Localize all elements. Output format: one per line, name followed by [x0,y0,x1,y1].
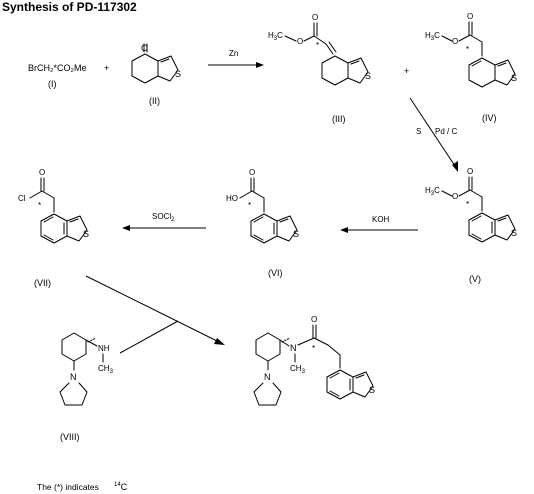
atom-n: N [290,343,297,353]
compound-viii-label: (VIII) [60,432,80,442]
compound-iv-label: (IV) [482,113,497,123]
atom-o: O [452,192,458,201]
compound-i-label: (I) [48,79,57,89]
atom-n: N [264,372,271,382]
reagent-koh: KOH [372,215,390,224]
compound-iv: H3C O O * S (IV) [425,12,517,123]
arrow-coupling [85,275,225,354]
methyl-label: CH3 [290,364,306,375]
atom-o: O [249,168,255,177]
atom-o: O [141,43,148,53]
product-pd-117302: N CH3 O * S N [253,315,375,406]
isotope-label: 14C [114,482,128,492]
atom-s: S [293,229,299,239]
atom-cl: Cl [18,194,26,203]
carbon-14-star: * [466,200,469,209]
atom-s: S [511,228,517,238]
compound-ii: O S (II) [131,43,181,106]
atom-s: S [511,73,517,83]
atom-o: O [452,37,458,46]
compound-vi: HO O * S (VI) [226,168,299,278]
plus-sign: + [104,63,109,73]
methyl-label: H3C [425,31,440,42]
atom-s: S [83,229,89,239]
compound-iii: H3C O O * S (III) [268,13,371,124]
compound-viii: NH CH3 N (VIII) [59,332,114,442]
compound-ii-label: (II) [149,96,160,106]
reagent-socl2: SOCl2 [152,212,175,223]
atom-nh: NH [98,344,110,353]
compound-i: BrCH₂*CO₂Me (I) [28,63,87,89]
compound-v: H3C O O * S (V) [425,167,517,284]
carbon-14-star: * [312,344,315,353]
atom-o: O [467,12,473,21]
carbon-14-star: * [466,45,469,54]
compound-iii-label: (III) [332,114,346,124]
atom-s: S [365,71,371,81]
compound-vii-label: (VII) [34,278,51,288]
compound-vi-label: (VI) [268,268,283,278]
arrow-koh: KOH [340,215,418,233]
arrow-dehydrogenation: S Pd / C [409,97,458,172]
carbon-14-star: * [316,41,319,50]
atom-s: S [369,385,375,395]
carbon-14-star: * [248,201,251,210]
carbon-14-star: * [38,201,41,210]
reagent-zn: Zn [229,49,238,58]
atom-n: N [70,372,77,382]
methyl-label: H3C [425,186,440,197]
methyl-label: H3C [268,31,283,42]
atom-o: O [297,37,303,46]
footnote: The (*) indicates 14C [37,482,128,492]
atom-o: O [312,13,318,22]
arrow-zn: Zn [208,49,264,68]
methyl-label: CH3 [98,364,114,375]
reagent-s: S [416,127,421,136]
compound-v-label: (V) [469,274,481,284]
footnote-text: The (*) indicates [37,482,99,492]
compound-i-formula: BrCH₂*CO₂Me [28,63,87,73]
reagent-pd-c: Pd / C [435,127,457,136]
scheme-title: Synthesis of PD-117302 [2,0,137,14]
atom-o: O [467,167,473,176]
compound-vii: Cl O * S (VII) [18,168,89,288]
arrow-socl2: SOCl2 [122,212,206,231]
atom-ho: HO [226,194,238,203]
atom-o: O [311,315,317,324]
atom-s: S [175,69,181,79]
plus-sign: + [404,66,409,76]
atom-o: O [39,168,45,177]
